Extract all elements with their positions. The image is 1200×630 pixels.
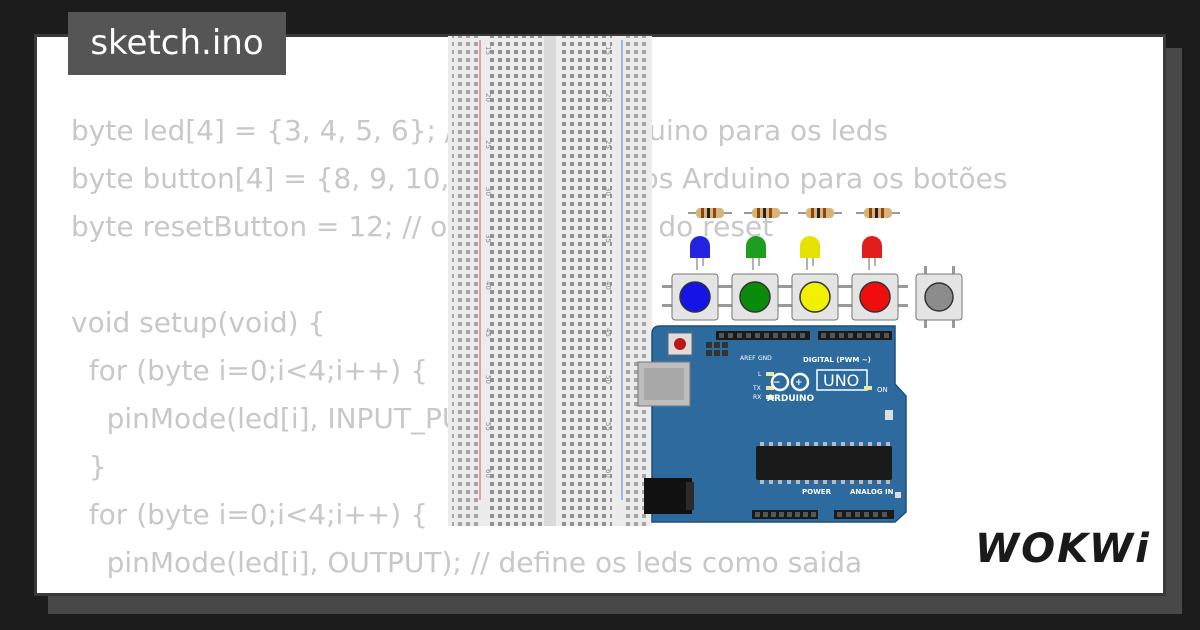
- leds: [690, 236, 882, 270]
- button-cap: [859, 281, 891, 313]
- breadboard-row-number: 45: [604, 328, 612, 337]
- code-line: pinMode(led[i], OUTPUT); // define os le…: [71, 546, 863, 579]
- breadboard-row-number: 15: [484, 46, 492, 55]
- pushbutton-red[interactable]: [842, 273, 908, 321]
- l-led-label: L: [758, 371, 762, 378]
- svg-text:+: +: [795, 378, 803, 388]
- file-tab[interactable]: sketch.ino: [68, 12, 286, 75]
- power-label: POWER: [802, 488, 832, 496]
- code-line: for (byte i=0;i<4;i++) {: [71, 498, 428, 531]
- rx-label: RX: [753, 394, 761, 401]
- wokwi-logo: WOKWi: [975, 526, 1151, 572]
- breadboard: 15 15 20 20 25 25 30 30 35 35 40 40 45 45 50 50 55 55 60 60: [448, 36, 652, 526]
- breadboard-row-number: 20: [484, 93, 492, 102]
- breadboard-row-number: 50: [604, 375, 612, 384]
- breadboard-row-number: 30: [604, 187, 612, 196]
- breadboard-row-number: 40: [604, 281, 612, 290]
- svg-text:−: −: [773, 378, 781, 388]
- analog-label: ANALOG IN: [850, 488, 894, 496]
- breadboard-row-number: 20: [604, 93, 612, 102]
- breadboard-row-number: 30: [484, 187, 492, 196]
- aref-label: AREF: [740, 355, 756, 362]
- arduino-brand-label: ARDUINO: [767, 394, 815, 404]
- pushbutton-blue[interactable]: [662, 273, 728, 321]
- breadboard-row-number: 55: [604, 422, 612, 431]
- code-line: for (byte i=0;i<4;i++) {: [71, 354, 428, 387]
- breadboard-row-number: 25: [604, 140, 612, 149]
- breadboard-row-number: 35: [604, 234, 612, 243]
- breadboard-row-number: 60: [484, 469, 492, 478]
- led-lens: [862, 236, 882, 258]
- led-green[interactable]: [746, 236, 766, 270]
- button-cap: [679, 281, 711, 313]
- led-red[interactable]: [862, 236, 882, 270]
- led-blue[interactable]: [690, 236, 710, 270]
- resistors: [688, 208, 900, 218]
- pushbutton-yellow[interactable]: [782, 273, 848, 321]
- pushbutton-reset[interactable]: [915, 266, 963, 328]
- breadboard-row-number: 60: [604, 469, 612, 478]
- on-label: ON: [877, 386, 888, 394]
- button-cap: [924, 282, 954, 312]
- button-cap: [799, 281, 831, 313]
- led-lens: [800, 236, 820, 258]
- breadboard-row-number: 15: [604, 46, 612, 55]
- breadboard-row-number: 40: [484, 281, 492, 290]
- arduino-uno[interactable]: AREF GND DIGITAL (PWM ~) L TX RX − + UNO…: [637, 325, 907, 523]
- breadboard-row-number: 25: [484, 140, 492, 149]
- led-yellow[interactable]: [800, 236, 820, 270]
- button-cap: [739, 281, 771, 313]
- resistor[interactable]: [798, 208, 842, 218]
- tx-label: TX: [752, 385, 761, 392]
- resistor[interactable]: [744, 208, 788, 218]
- led-lens: [746, 236, 766, 258]
- gnd-label: GND: [758, 355, 772, 362]
- breadboard-row-number: 35: [484, 234, 492, 243]
- pushbuttons: [662, 266, 963, 328]
- pushbutton-green[interactable]: [722, 273, 788, 321]
- code-line: void setup(void) {: [71, 306, 326, 339]
- breadboard-row-number: 55: [484, 422, 492, 431]
- digital-header-label: DIGITAL (PWM ~): [803, 356, 871, 364]
- led-lens: [690, 236, 710, 258]
- breadboard-row-number: 50: [484, 375, 492, 384]
- uno-label: UNO: [823, 371, 859, 390]
- resistor[interactable]: [688, 208, 732, 218]
- breadboard-row-number: 45: [484, 328, 492, 337]
- code-line: }: [71, 450, 107, 483]
- resistor[interactable]: [856, 208, 900, 218]
